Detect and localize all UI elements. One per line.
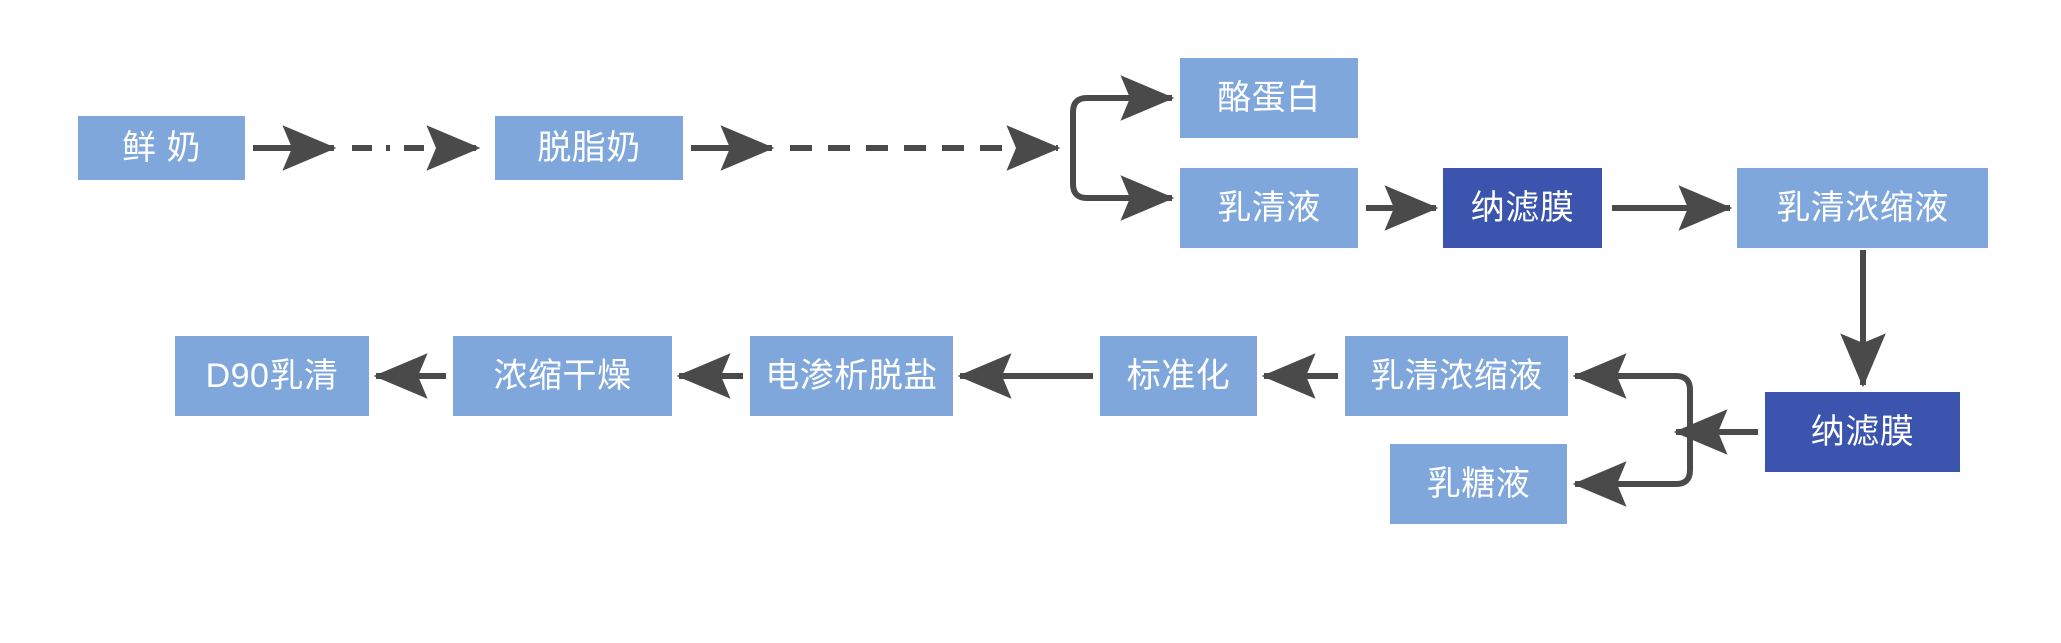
- node-standardization[interactable]: 标准化: [1100, 336, 1257, 416]
- node-label: 乳清液: [1217, 189, 1321, 227]
- node-label: 电渗析脱盐: [765, 357, 938, 395]
- node-whey-concentrate-1[interactable]: 乳清浓缩液: [1737, 168, 1988, 248]
- node-label: 浓缩干燥: [493, 357, 632, 395]
- node-label: 鲜 奶: [122, 129, 201, 167]
- node-whey-liquid[interactable]: 乳清液: [1180, 168, 1358, 248]
- node-casein[interactable]: 酪蛋白: [1180, 58, 1358, 138]
- node-nf-membrane-2[interactable]: 纳滤膜: [1765, 392, 1960, 472]
- node-label: 酪蛋白: [1217, 79, 1321, 117]
- split-bracket-2: [1572, 353, 1693, 507]
- node-label: 标准化: [1126, 357, 1231, 395]
- node-label: 乳清浓缩液: [1370, 357, 1543, 395]
- node-electrodialysis[interactable]: 电渗析脱盐: [750, 336, 953, 416]
- node-label: D90乳清: [205, 357, 339, 395]
- node-label: 乳清浓缩液: [1776, 189, 1949, 227]
- node-lactose-liquid[interactable]: 乳糖液: [1390, 444, 1567, 524]
- node-label: 纳滤膜: [1470, 189, 1575, 227]
- split-bracket-1: [1070, 75, 1175, 221]
- node-d90-whey[interactable]: D90乳清: [175, 336, 369, 416]
- node-concentrate-dry[interactable]: 浓缩干燥: [453, 336, 672, 416]
- node-fresh-milk[interactable]: 鲜 奶: [78, 116, 245, 180]
- node-label: 纳滤膜: [1810, 413, 1915, 451]
- node-skim-milk[interactable]: 脱脂奶: [495, 116, 683, 180]
- node-whey-concentrate-2[interactable]: 乳清浓缩液: [1345, 336, 1568, 416]
- node-nf-membrane-1[interactable]: 纳滤膜: [1443, 168, 1602, 248]
- node-label: 脱脂奶: [537, 129, 641, 167]
- node-label: 乳糖液: [1426, 465, 1531, 503]
